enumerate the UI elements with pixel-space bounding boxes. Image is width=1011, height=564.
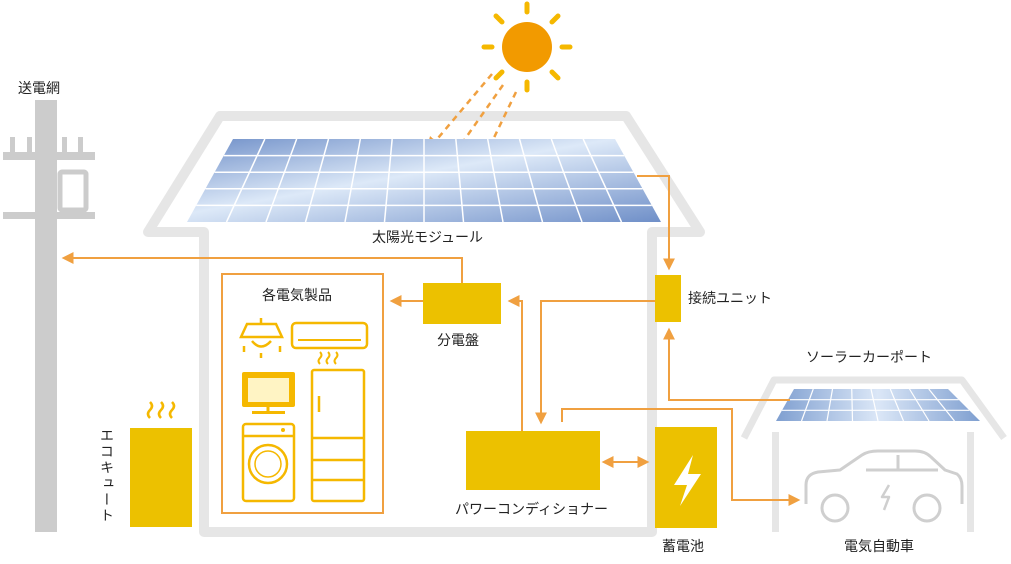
panel-grid-line — [265, 138, 298, 223]
utility-pole — [3, 100, 95, 532]
panel-grid-line — [826, 388, 834, 422]
panel-grid-line — [870, 388, 879, 422]
television-icon — [242, 372, 295, 414]
junction-unit — [655, 275, 681, 322]
air-conditioner-icon — [290, 321, 369, 365]
panel-grid-line — [908, 388, 930, 422]
sun-icon — [481, 1, 573, 93]
eco-cute-label: エコキュート — [98, 428, 114, 524]
storage-battery-label: 蓄電池 — [662, 539, 704, 555]
storage-battery — [655, 427, 717, 528]
solar-carport-label: ソーラーカーポート — [806, 350, 932, 366]
panel-grid-line — [344, 138, 362, 223]
grid-label: 送電網 — [18, 81, 60, 97]
refrigerator-icon — [310, 368, 366, 503]
house-outline — [143, 111, 705, 537]
power-flow-lines — [61, 175, 801, 506]
ceiling-light-icon — [239, 318, 284, 358]
solar-module-label: 太陽光モジュール — [372, 230, 484, 246]
panel-grid-line — [800, 388, 814, 422]
power-conditioner — [466, 431, 600, 490]
panel-grid-line — [851, 388, 854, 422]
lightning-icon — [674, 455, 701, 506]
panel-grid-line — [518, 138, 544, 223]
panel-grid-line — [928, 388, 955, 422]
electric-vehicle-label: 電気自動車 — [844, 539, 914, 555]
roof-solar-panel — [187, 138, 661, 223]
appliances-label: 各電気製品 — [262, 288, 332, 304]
electric-car-icon — [804, 449, 964, 523]
panel-grid-line — [550, 138, 583, 223]
panel-grid-line — [225, 138, 266, 223]
washing-machine-icon — [241, 422, 296, 503]
panel-grid-line — [582, 138, 623, 223]
power-conditioner-label: パワーコンディショナー — [455, 502, 609, 518]
panel-grid-line — [455, 138, 465, 223]
panel-grid-line — [889, 388, 905, 422]
solar-carport — [740, 376, 1007, 532]
junction-unit-label: 接続ユニット — [688, 291, 772, 307]
panel-grid-line — [383, 138, 393, 223]
panel-grid-line — [486, 138, 504, 223]
distribution-board — [423, 283, 501, 324]
eco-cute-unit — [130, 401, 192, 527]
distribution-board-label: 分電盤 — [437, 333, 479, 349]
appliances-group — [221, 273, 384, 514]
panel-grid-line — [304, 138, 330, 223]
